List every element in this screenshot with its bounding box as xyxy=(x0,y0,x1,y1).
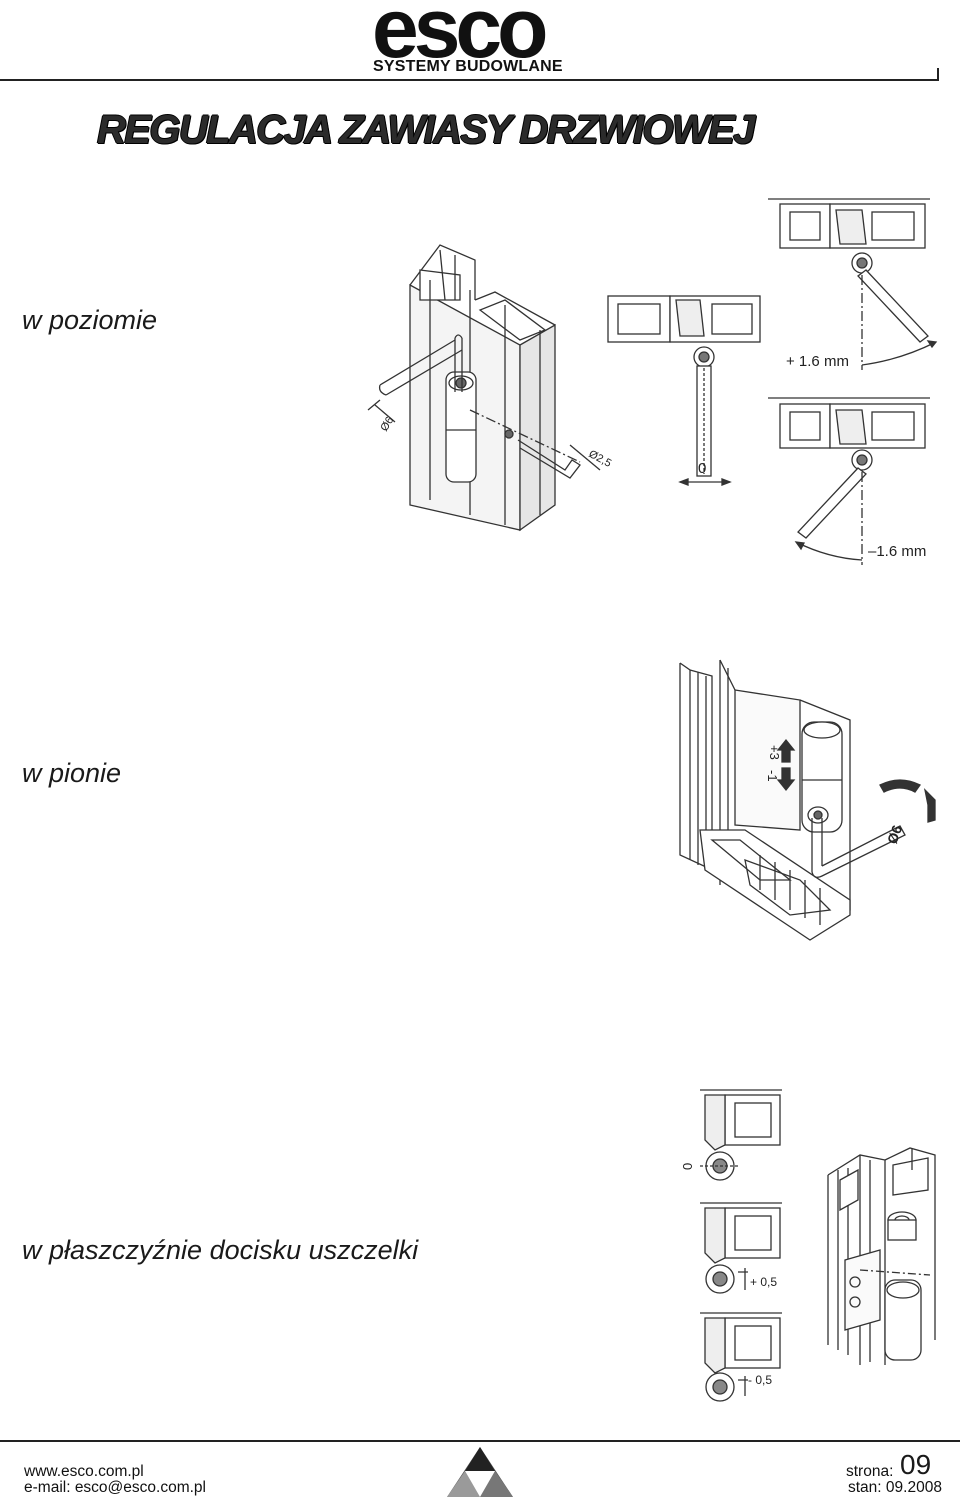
footer-rule xyxy=(0,1440,960,1442)
header-rule xyxy=(0,79,938,81)
section-label-horizontal: w poziomie xyxy=(22,305,158,335)
logo-tagline: SYSTEMY BUDOWLANE xyxy=(373,58,563,75)
dim-zero: 0 xyxy=(698,460,706,477)
iso-profile-seal xyxy=(827,1147,936,1365)
logo-wordmark: esco xyxy=(372,0,548,75)
seal-section-plus xyxy=(700,1202,782,1294)
page-title: REGULACJA ZAWIASY DRZWIOWEJ xyxy=(97,108,755,152)
section-view-neutral xyxy=(607,295,761,486)
section-label-vertical: w pionie xyxy=(22,758,122,788)
seal-section-minus xyxy=(700,1312,782,1402)
dim-minus: –1.6 mm xyxy=(868,543,926,560)
dim-plus: + 1.6 mm xyxy=(786,353,849,370)
iso-profile-horizontal xyxy=(367,244,601,532)
dim-vertical-plus: +3 xyxy=(767,745,782,760)
iso-profile-vertical xyxy=(679,659,936,941)
section-view-plus xyxy=(768,198,938,370)
dim-seal-zero: 0 xyxy=(680,1163,695,1170)
footer-email[interactable]: e-mail: esco@esco.com.pl xyxy=(24,1479,206,1496)
section-view-minus xyxy=(768,397,930,565)
footer-website[interactable]: www.esco.com.pl xyxy=(24,1463,144,1480)
footer-page-label: strona: xyxy=(846,1463,894,1480)
dim-vertical-key: Ø6 xyxy=(884,823,905,846)
seal-section-neutral xyxy=(700,1089,782,1181)
section-label-seal-plane: w płaszczyźnie docisku uszczelki xyxy=(22,1235,419,1265)
header-rule-tick xyxy=(937,68,939,81)
footer-page-number: 09 xyxy=(900,1449,932,1480)
dim-seal-minus: - 0,5 xyxy=(748,1373,772,1387)
footer-status: stan: 09.2008 xyxy=(848,1479,942,1496)
dim-vertical-minus: -1 xyxy=(765,770,780,782)
dim-seal-plus: + 0,5 xyxy=(750,1275,777,1289)
footer-triangle-logo-icon xyxy=(447,1447,513,1497)
